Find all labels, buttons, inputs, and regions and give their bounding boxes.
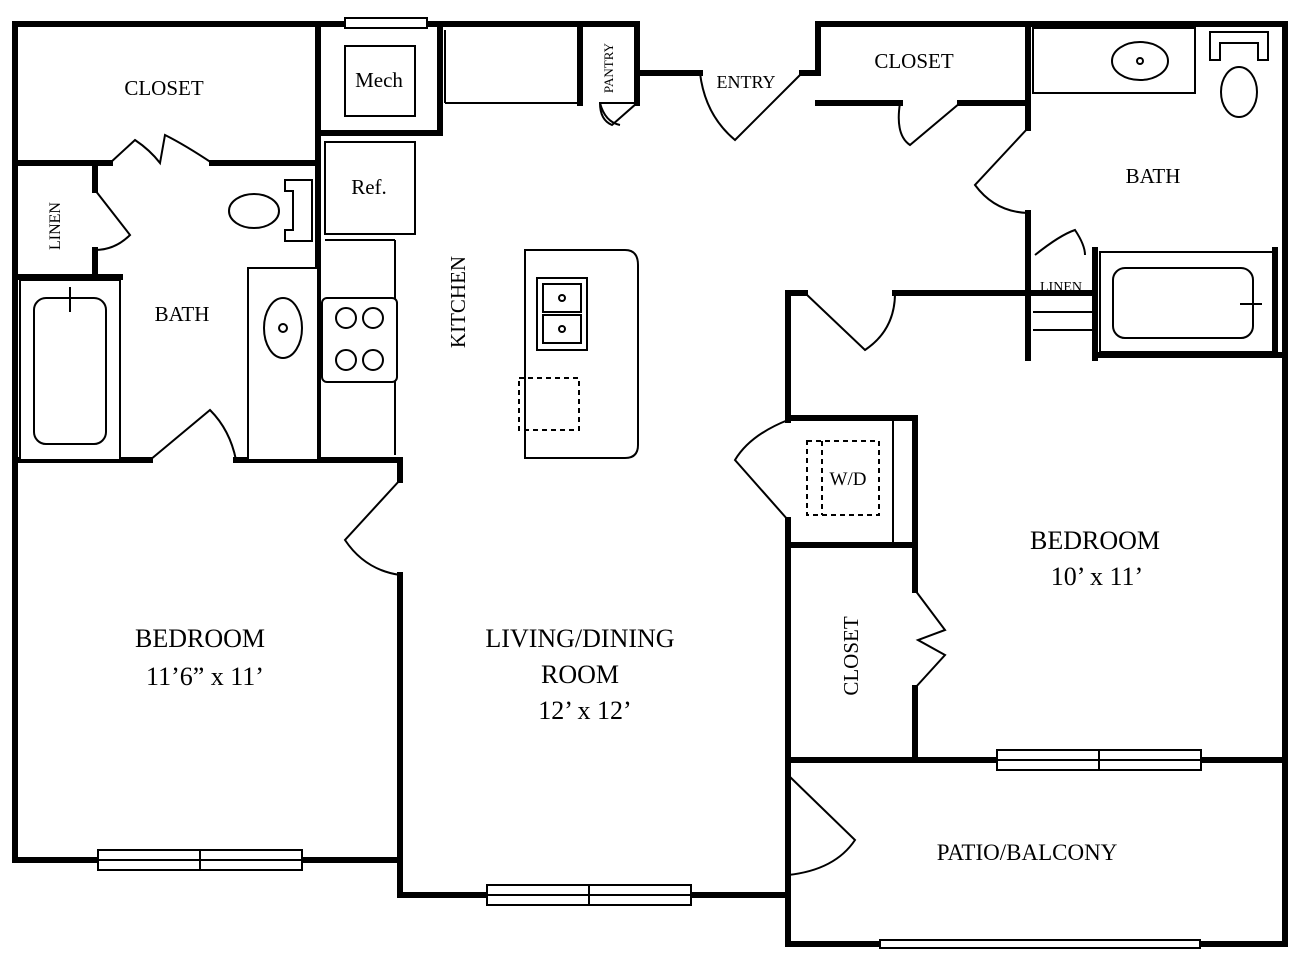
fixtures [19, 27, 1274, 544]
bedroom-right-size: 10’ x 11’ [1051, 562, 1143, 591]
mech-unit [344, 45, 416, 117]
toilet-left [228, 193, 280, 229]
label-entry: ENTRY [716, 72, 775, 92]
bedroom-left-size: 11’6” x 11’ [146, 662, 264, 691]
living-size: 12’ x 12’ [538, 696, 631, 725]
window-patio-bottom [879, 939, 1201, 949]
toilet-right [1209, 31, 1269, 61]
bedroom-right-name: BEDROOM [1030, 526, 1160, 555]
window-mech [344, 17, 428, 29]
doors [94, 72, 1086, 876]
label-closet-top-right: CLOSET [874, 49, 954, 73]
windows [97, 17, 1202, 949]
refrigerator [324, 141, 416, 235]
label-pantry: PANTRY [601, 42, 616, 93]
label-bath-left: BATH [155, 302, 210, 326]
exterior-walls [12, 21, 1288, 947]
stove [321, 297, 398, 383]
label-linen-left: LINEN [47, 202, 64, 250]
labels: CLOSET LINEN BATH Mech Ref. KITCHEN PANT… [47, 42, 1180, 865]
label-closet-top-left: CLOSET [124, 76, 204, 100]
living-name-line1: LIVING/DINING [485, 624, 674, 653]
label-wd: W/D [830, 469, 867, 490]
patio-name: PATIO/BALCONY [937, 840, 1118, 865]
vanity-left [247, 267, 319, 461]
washer-dryer [806, 440, 880, 516]
label-kitchen: KITCHEN [446, 256, 470, 348]
label-ref: Ref. [351, 175, 387, 199]
label-closet-right: CLOSET [839, 616, 863, 696]
label-linen-right: LINEN [1040, 280, 1082, 295]
bedroom-left-name: BEDROOM [135, 624, 265, 653]
label-bath-right: BATH [1126, 164, 1181, 188]
label-mech: Mech [355, 68, 403, 92]
dishwasher [518, 377, 580, 431]
living-name-line2: ROOM [541, 660, 619, 689]
